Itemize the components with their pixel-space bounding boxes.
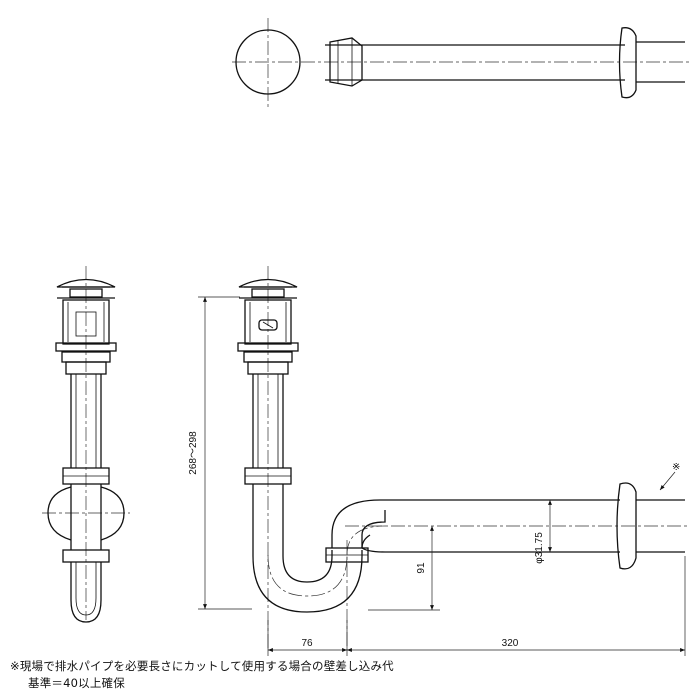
dim-wall-pipe-length: 320 <box>502 638 519 649</box>
top-view <box>232 18 690 110</box>
dim-trap-depth: 91 <box>416 562 427 574</box>
dim-height-range: 268～298 <box>188 431 199 475</box>
dim-trap-offset: 76 <box>301 638 313 649</box>
note-line-2: 基準＝40以上確保 <box>28 676 125 690</box>
dim-pipe-diameter: φ31.75 <box>534 532 545 564</box>
note-line-1: ※現場で排水パイプを必要長さにカットして使用する場合の壁差し込み代 <box>10 659 394 673</box>
front-view: 268～298 91 φ31.75 76 320 ※ <box>188 266 690 656</box>
side-view <box>42 266 130 623</box>
note-mark: ※ <box>672 462 680 473</box>
